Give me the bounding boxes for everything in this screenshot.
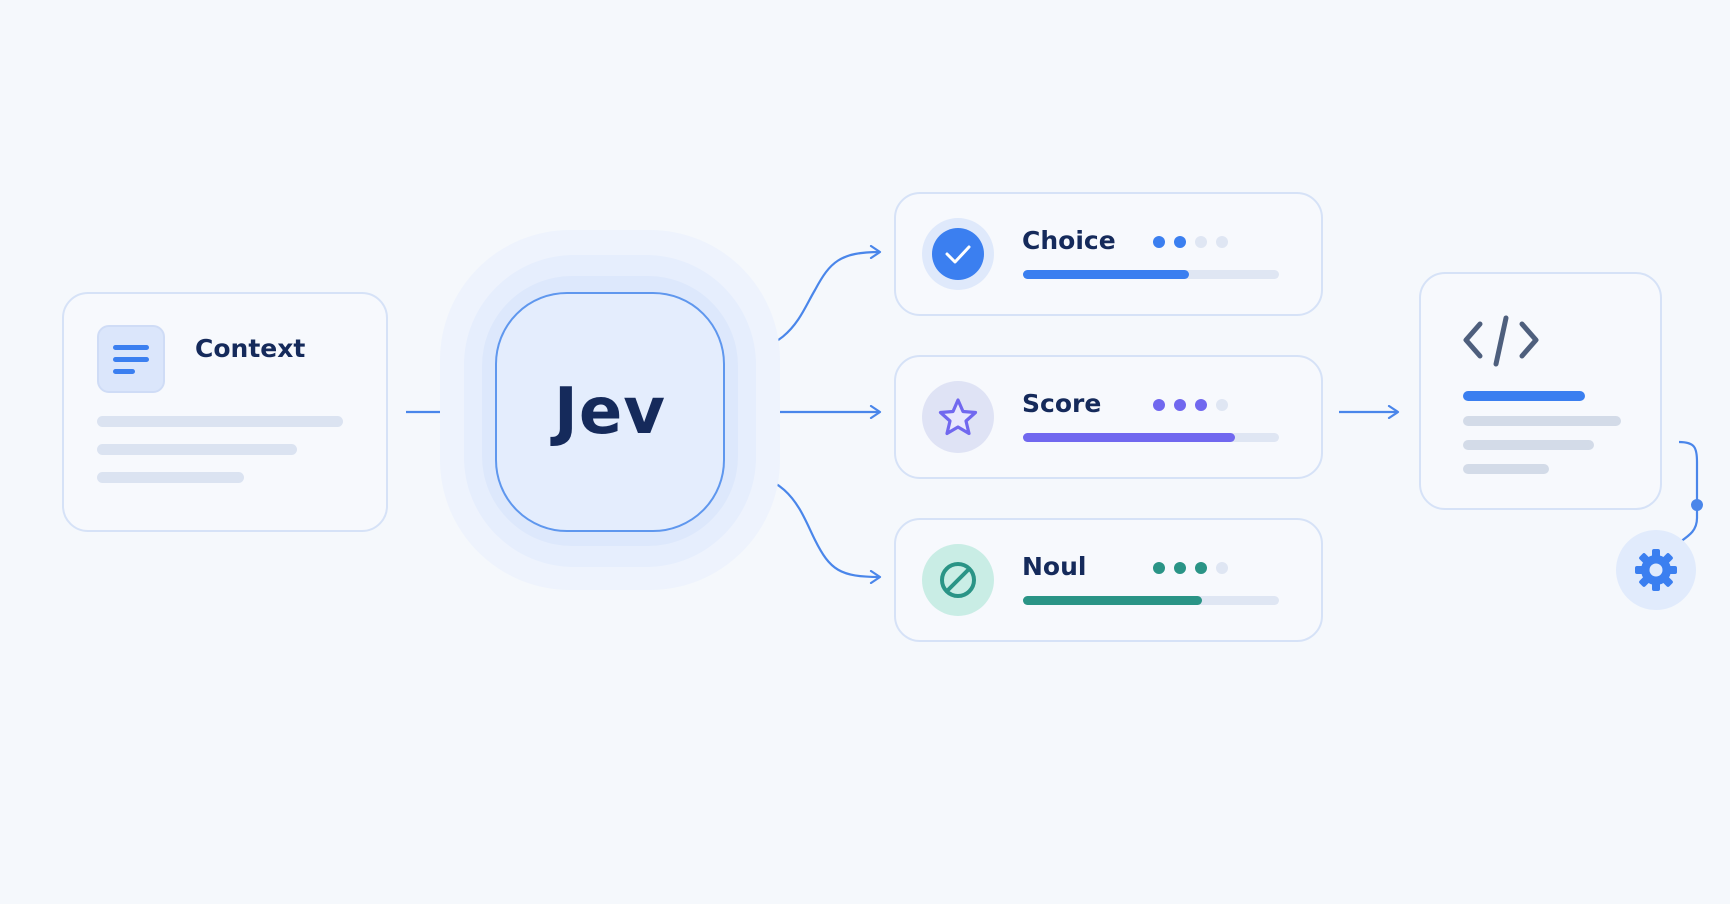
status-dot [1195,562,1207,574]
context-text-line [97,472,244,483]
gear-icon [1635,549,1677,591]
document-icon-tile [97,325,165,393]
score-dots [1153,399,1233,413]
status-dot [1174,399,1186,411]
noul-dots [1153,562,1233,576]
noul-label: Noul [1022,552,1087,581]
status-dot [1174,562,1186,574]
context-text-line [97,444,297,455]
result-text-line [1463,416,1621,426]
connector-result-to-settings [1678,440,1699,543]
center-node-label: Jev [554,375,666,449]
status-dot [1153,236,1165,248]
result-text-line [1463,440,1594,450]
code-icon [1463,315,1539,367]
context-card[interactable]: Context [62,292,388,532]
context-label: Context [195,334,306,363]
result-highlight-line [1463,391,1585,401]
prohibited-icon [940,562,976,598]
noul-progress-fill [1023,596,1203,605]
noul-progress-track [1023,596,1279,605]
choice-icon-halo [922,218,994,290]
status-dot [1195,236,1207,248]
status-dot [1153,562,1165,574]
status-dot [1216,236,1228,248]
result-text-line [1463,464,1549,474]
choice-label: Choice [1022,226,1116,255]
check-icon [932,228,984,280]
score-progress-track [1023,433,1279,442]
choice-progress-track [1023,270,1279,279]
status-dot [1195,399,1207,411]
choice-dots [1153,236,1233,250]
status-dot [1216,562,1228,574]
score-icon-halo [922,381,994,453]
star-icon [938,398,978,436]
status-dot [1174,236,1186,248]
score-label: Score [1022,389,1102,418]
settings-button[interactable] [1616,530,1696,610]
status-dot [1153,399,1165,411]
output-card-choice[interactable]: Choice [894,192,1323,316]
choice-progress-fill [1023,270,1190,279]
output-card-score[interactable]: Score [894,355,1323,479]
status-dot [1216,399,1228,411]
result-card[interactable] [1419,272,1662,510]
output-card-noul[interactable]: Noul [894,518,1323,642]
document-lines-icon [113,345,149,374]
score-progress-fill [1023,433,1236,442]
center-node[interactable]: Jev [495,292,725,532]
connector-node-dot [1691,499,1703,511]
noul-icon-halo [922,544,994,616]
context-text-line [97,416,343,427]
